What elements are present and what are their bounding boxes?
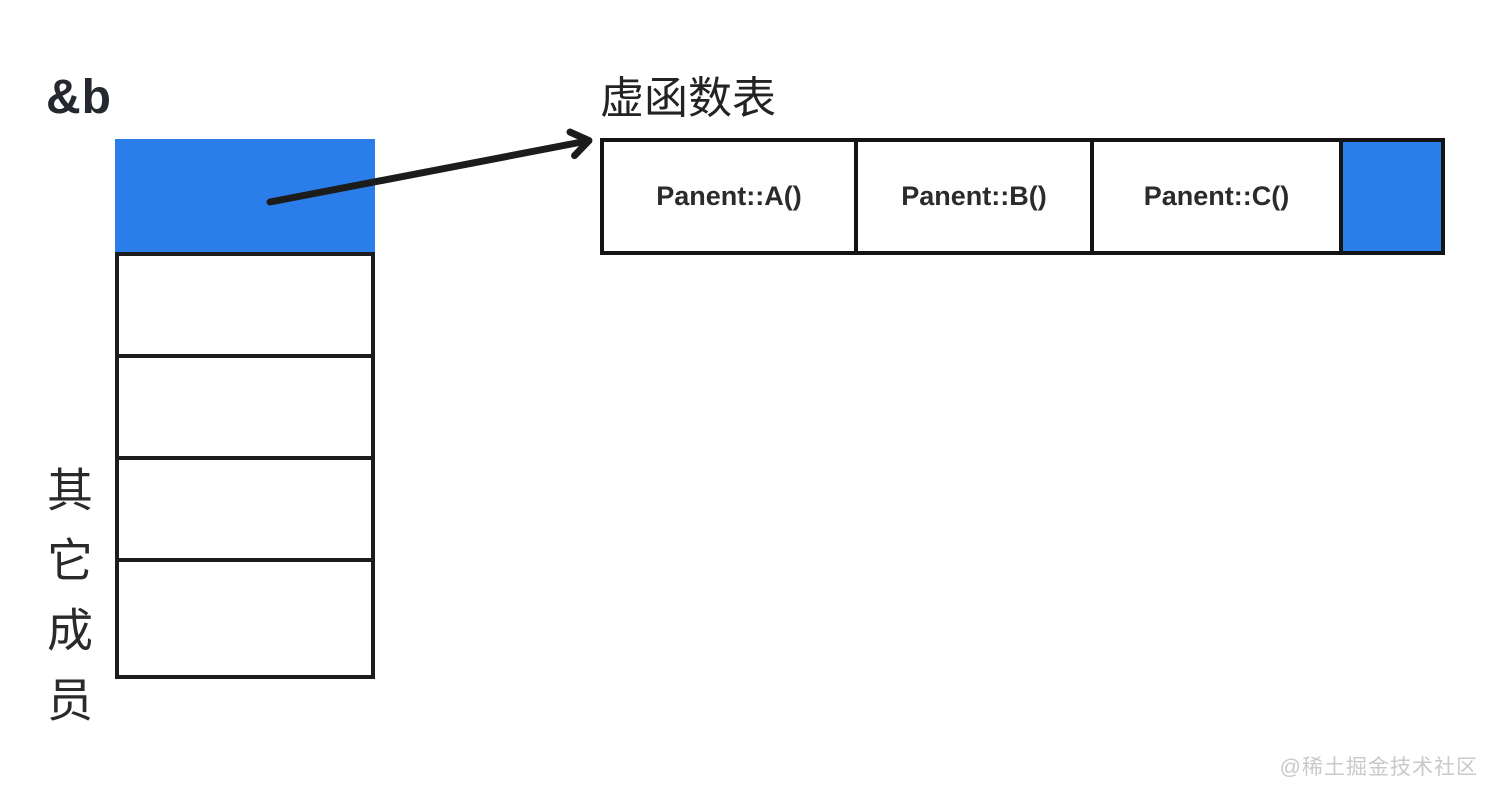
watermark: @稀土掘金技术社区 [1279, 756, 1478, 779]
vtable-entry-b: Panent::B() [854, 142, 1090, 251]
vptr-to-vtable-arrow-icon [266, 128, 593, 206]
vtable-title: 虚函数表 [600, 74, 776, 123]
object-member-cell [115, 456, 375, 562]
other-members-label: 其它成员 [41, 466, 93, 746]
vtable-trailing-highlight-cell [1339, 142, 1441, 251]
vtable-entry-a: Panent::A() [656, 181, 802, 211]
object-member-cell [115, 252, 375, 358]
object-member-cell [115, 354, 375, 460]
vtable-entry-c: Panent::C() [1090, 142, 1339, 251]
object-member-cell [115, 558, 375, 679]
vtable-row: Panent::A() Panent::B() Panent::C() [600, 138, 1445, 255]
object-pointer-label: &b [46, 71, 112, 124]
object-memory-column [115, 139, 375, 679]
object-vptr-cell [115, 139, 375, 256]
